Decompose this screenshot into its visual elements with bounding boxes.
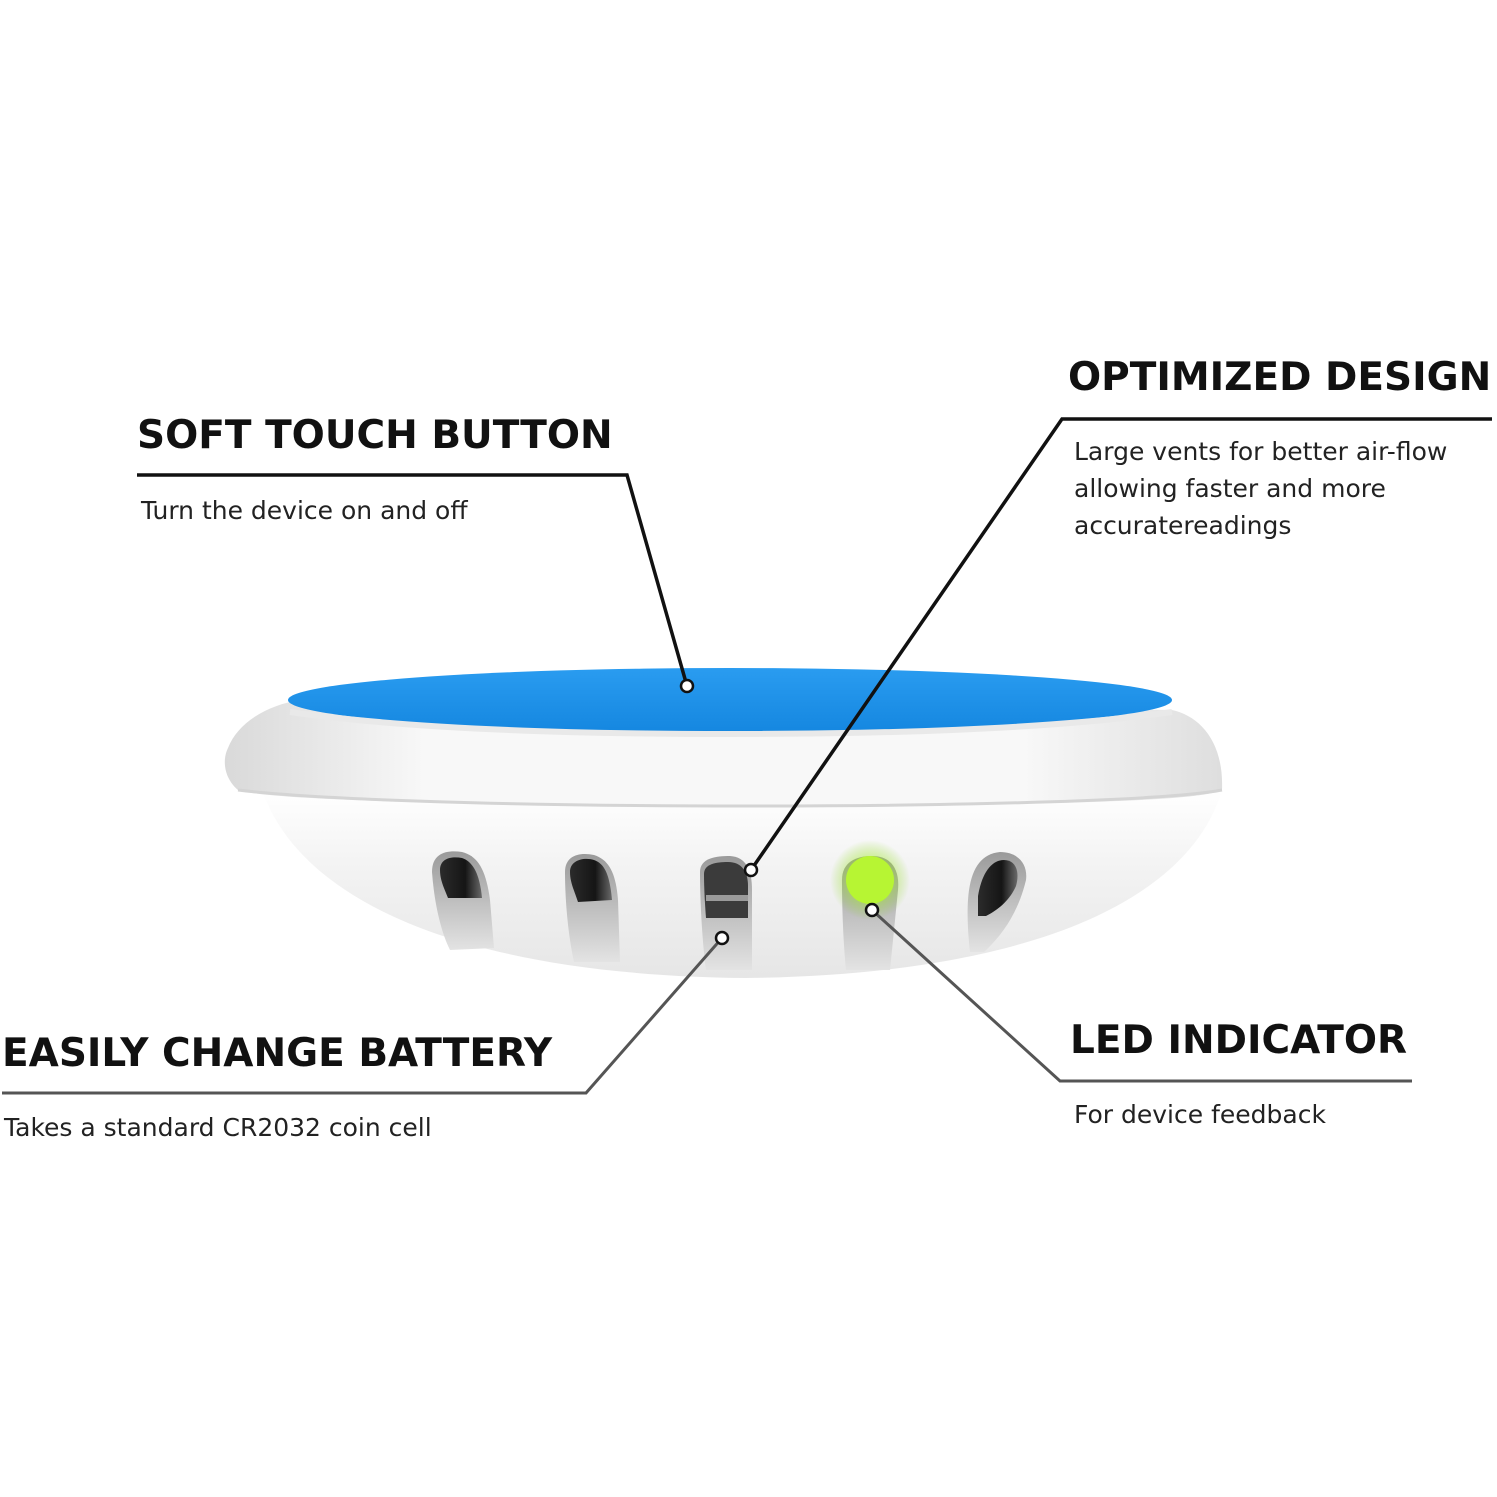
- soft-touch-description: Turn the device on and off: [141, 496, 468, 525]
- soft-touch-title: SOFT TOUCH BUTTON: [137, 413, 613, 458]
- optimized-design-marker: [743, 862, 759, 878]
- led-indicator-light: [846, 856, 894, 904]
- vent-slot: [565, 853, 620, 962]
- led-title: LED INDICATOR: [1070, 1018, 1408, 1063]
- optimized-design-leader: [743, 417, 1492, 878]
- battery-title: EASILY CHANGE BATTERY: [2, 1031, 553, 1076]
- vent-slot: [967, 852, 1027, 952]
- soft-touch-marker: [679, 678, 695, 694]
- optimized-design-description: Large vents for better air-flow allowing…: [1074, 433, 1447, 544]
- optimized-design-description-line: Large vents for better air-flow: [1074, 437, 1448, 466]
- vent-slot: [432, 851, 494, 950]
- battery-leader: [2, 930, 730, 1095]
- soft-touch-leader: [137, 473, 695, 694]
- vent-slot: [700, 856, 752, 970]
- led-description: For device feedback: [1074, 1100, 1326, 1129]
- battery-description: Takes a standard CR2032 coin cell: [4, 1113, 432, 1142]
- led-marker: [864, 902, 880, 918]
- optimized-design-description-line: accuratereadings: [1074, 511, 1292, 540]
- optimized-design-description-line: allowing faster and more: [1074, 474, 1386, 503]
- led-leader: [864, 902, 1412, 1083]
- optimized-design-title: OPTIMIZED DESIGN: [1068, 355, 1492, 400]
- soft-touch-button: [288, 668, 1172, 732]
- battery-marker: [714, 930, 730, 946]
